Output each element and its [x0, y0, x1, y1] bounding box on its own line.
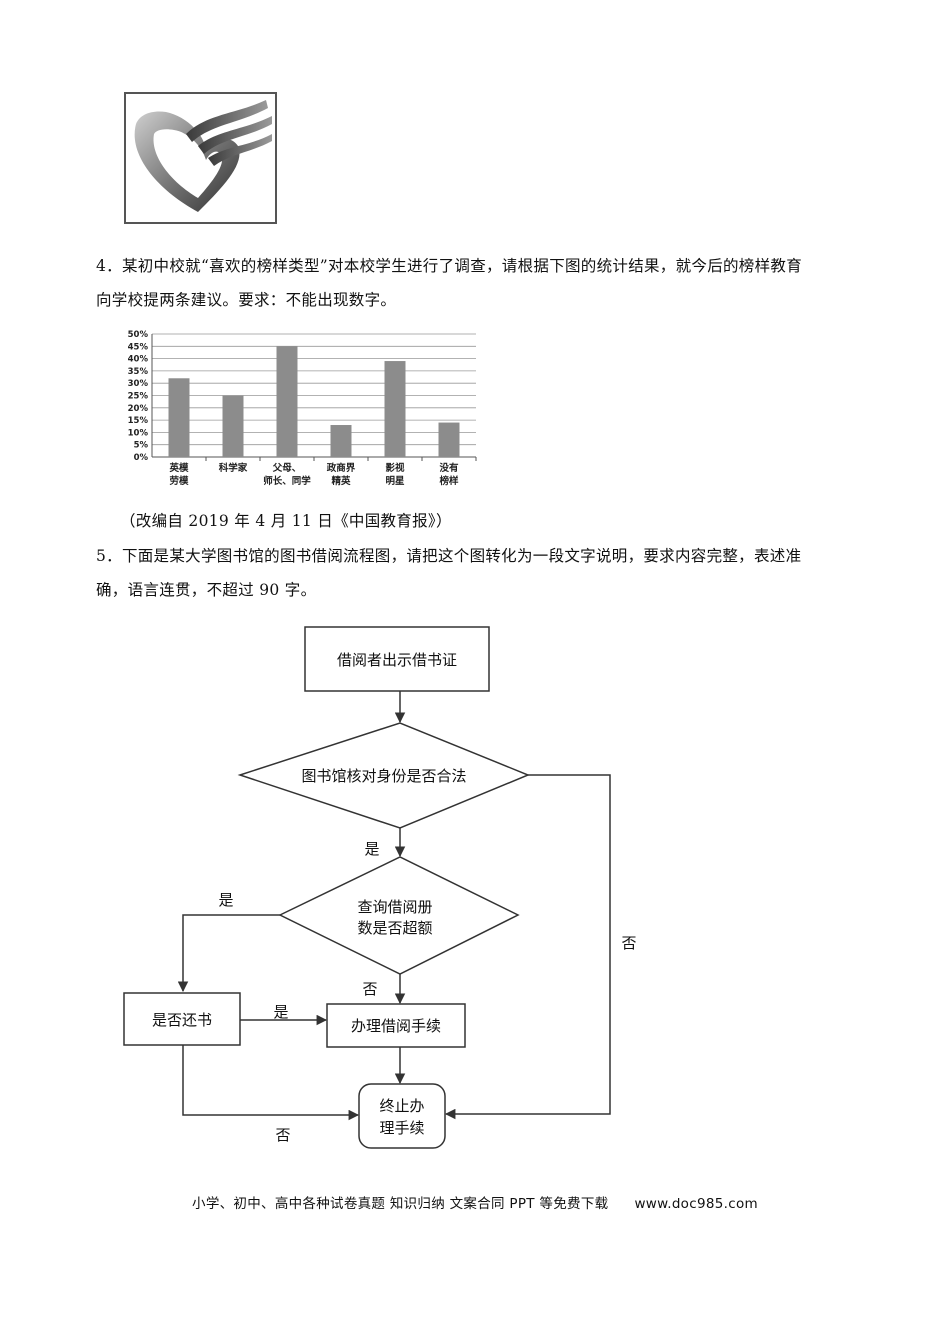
chart-bar: [168, 378, 190, 457]
no-label-quota: 否: [362, 980, 377, 998]
chart-category-label: 政商界: [327, 462, 356, 474]
chart-bar: [330, 425, 352, 457]
identity-label: 图书馆核对身份是否合法: [301, 767, 466, 785]
chart-y-tick-label: 40%: [128, 355, 149, 365]
end-label-2: 理手续: [379, 1119, 424, 1137]
yes-label-returned: 是: [273, 1003, 288, 1021]
chart-category-label: 没有: [439, 462, 459, 474]
question-4-line-1: 4．某初中校就“喜欢的榜样类型”对本校学生进行了调查，请根据下图的统计结果，就今…: [96, 257, 803, 275]
chart-category-label: 父母、: [272, 463, 302, 474]
chart-y-tick-label: 50%: [128, 330, 149, 340]
chart-bar: [222, 395, 244, 457]
heart-ribbon-logo-icon: [124, 92, 277, 224]
chart-category-label: 师长、同学: [263, 475, 311, 487]
chart-y-tick-label: 15%: [128, 416, 149, 426]
flowchart-svg: 借阅者出示借书证 图书馆核对身份是否合法 查询借阅册 数是否超额 是否还书 办理…: [123, 626, 637, 1149]
chart-y-tick-label: 10%: [128, 428, 149, 438]
chart-y-tick-label: 5%: [134, 441, 149, 451]
quota-label-2: 数是否超额: [357, 919, 432, 937]
arrow-quota-to-returned: [177, 914, 280, 993]
chart-category-label: 劳模: [169, 475, 189, 487]
chart-bar: [384, 361, 406, 457]
chart-category-label: 明星: [385, 476, 405, 487]
chart-y-tick-label: 25%: [128, 392, 149, 402]
arrow-returned-to-end: [182, 1045, 360, 1121]
logo-graphic: [134, 100, 272, 212]
chart-y-tick-label: 35%: [128, 367, 149, 377]
page-footer: 小学、初中、高中各种试卷真题 知识归纳 文案合同 PPT 等免费下载 www.do…: [0, 1192, 950, 1212]
no-label-returned: 否: [275, 1126, 290, 1144]
library-borrowing-flowchart: 借阅者出示借书证 图书馆核对身份是否合法 查询借阅册 数是否超额 是否还书 办理…: [120, 622, 660, 1157]
question-5-line-1: 5．下面是某大学图书馆的图书借阅流程图，请把这个图转化为一段文字说明，要求内容完…: [96, 547, 802, 565]
chart-y-tick-label: 20%: [128, 404, 149, 414]
no-label-identity: 否: [621, 934, 636, 952]
chart-category-label: 影视: [385, 462, 405, 474]
chart-category-label: 科学家: [219, 462, 248, 474]
process-label: 办理借阅手续: [351, 1017, 441, 1035]
returned-label: 是否还书: [152, 1011, 212, 1029]
end-label-1: 终止办: [379, 1097, 424, 1115]
end-box: [358, 1083, 446, 1149]
chart-category-label: 精英: [331, 475, 351, 487]
chart-y-tick-label: 0%: [134, 453, 149, 463]
process-box: [326, 1003, 466, 1048]
source-note: （改编自 2019 年 4 月 11 日《中国教育报》）: [120, 512, 452, 530]
question-5-line-2: 确，语言连贯，不超过 90 字。: [96, 581, 317, 599]
returned-box: [123, 992, 241, 1046]
footer-text: 小学、初中、高中各种试卷真题 知识归纳 文案合同 PPT 等免费下载: [192, 1196, 609, 1212]
role-model-bar-chart: 0% 5% 10% 15% 20% 25% 30% 35% 40% 45% 50% 英模劳模 科学家 父母…: [118, 326, 488, 491]
start-label: 借阅者出示借书证: [337, 651, 457, 669]
chart-y-tick-label: 45%: [128, 342, 149, 352]
arrow-identity-to-end: [444, 774, 611, 1120]
footer-url: www.doc985.com: [634, 1196, 758, 1212]
yes-label-quota: 是: [218, 891, 233, 909]
quota-decision: [278, 856, 520, 975]
chart-y-tick-label: 30%: [128, 379, 149, 389]
chart-bar: [438, 422, 460, 457]
yes-label-identity: 是: [364, 840, 379, 858]
chart-bar: [276, 346, 298, 457]
question-4-line-2: 向学校提两条建议。要求：不能出现数字。: [96, 291, 397, 309]
start-box: [304, 626, 490, 692]
chart-category-label: 英模: [169, 462, 189, 474]
chart-category-label: 榜样: [439, 475, 459, 487]
quota-label-1: 查询借阅册: [357, 898, 432, 916]
